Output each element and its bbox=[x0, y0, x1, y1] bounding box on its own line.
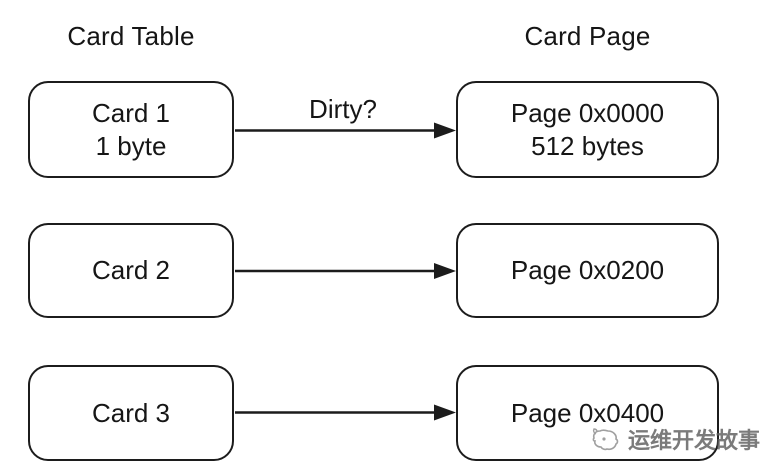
arrow-head-icon bbox=[434, 263, 456, 279]
card-1-label-line-1: Card 1 bbox=[91, 97, 171, 128]
card-3-box: Card 3 bbox=[28, 365, 234, 461]
card-2-label: Card 2 bbox=[91, 255, 171, 285]
arrow-head-icon bbox=[434, 404, 456, 421]
arrow-card2-to-page2 bbox=[235, 263, 456, 279]
watermark-logo-icon bbox=[592, 428, 622, 454]
dirty-label: Dirty? bbox=[309, 94, 377, 124]
page-0x0000-box: Page 0x0000 512 bytes bbox=[456, 81, 719, 178]
page-0x0000-label-line-1: Page 0x0000 bbox=[510, 97, 665, 128]
page-0x0200-label: Page 0x0200 bbox=[510, 255, 665, 285]
watermark-text: 运维开发故事 bbox=[628, 428, 761, 453]
card-1-label-line-2: 1 byte bbox=[95, 130, 167, 161]
arrow-card3-to-page3 bbox=[235, 404, 456, 421]
page-0x0400-box: Page 0x0400 bbox=[456, 365, 719, 461]
page-0x0000-label-line-2: 512 bytes bbox=[531, 130, 644, 161]
page-0x0200-box: Page 0x0200 bbox=[456, 223, 719, 318]
watermark: 运维开发故事 bbox=[592, 428, 760, 454]
arrow-head-icon bbox=[434, 122, 456, 139]
page-0x0400-label: Page 0x0400 bbox=[510, 397, 665, 428]
card-2-box: Card 2 bbox=[28, 223, 234, 318]
card-table-header: Card Table bbox=[67, 21, 195, 51]
card-page-header: Card Page bbox=[524, 21, 651, 51]
arrow-card1-to-page1 bbox=[235, 122, 456, 139]
card-1-box: Card 1 1 byte bbox=[28, 81, 234, 178]
card-3-label: Card 3 bbox=[91, 397, 171, 428]
